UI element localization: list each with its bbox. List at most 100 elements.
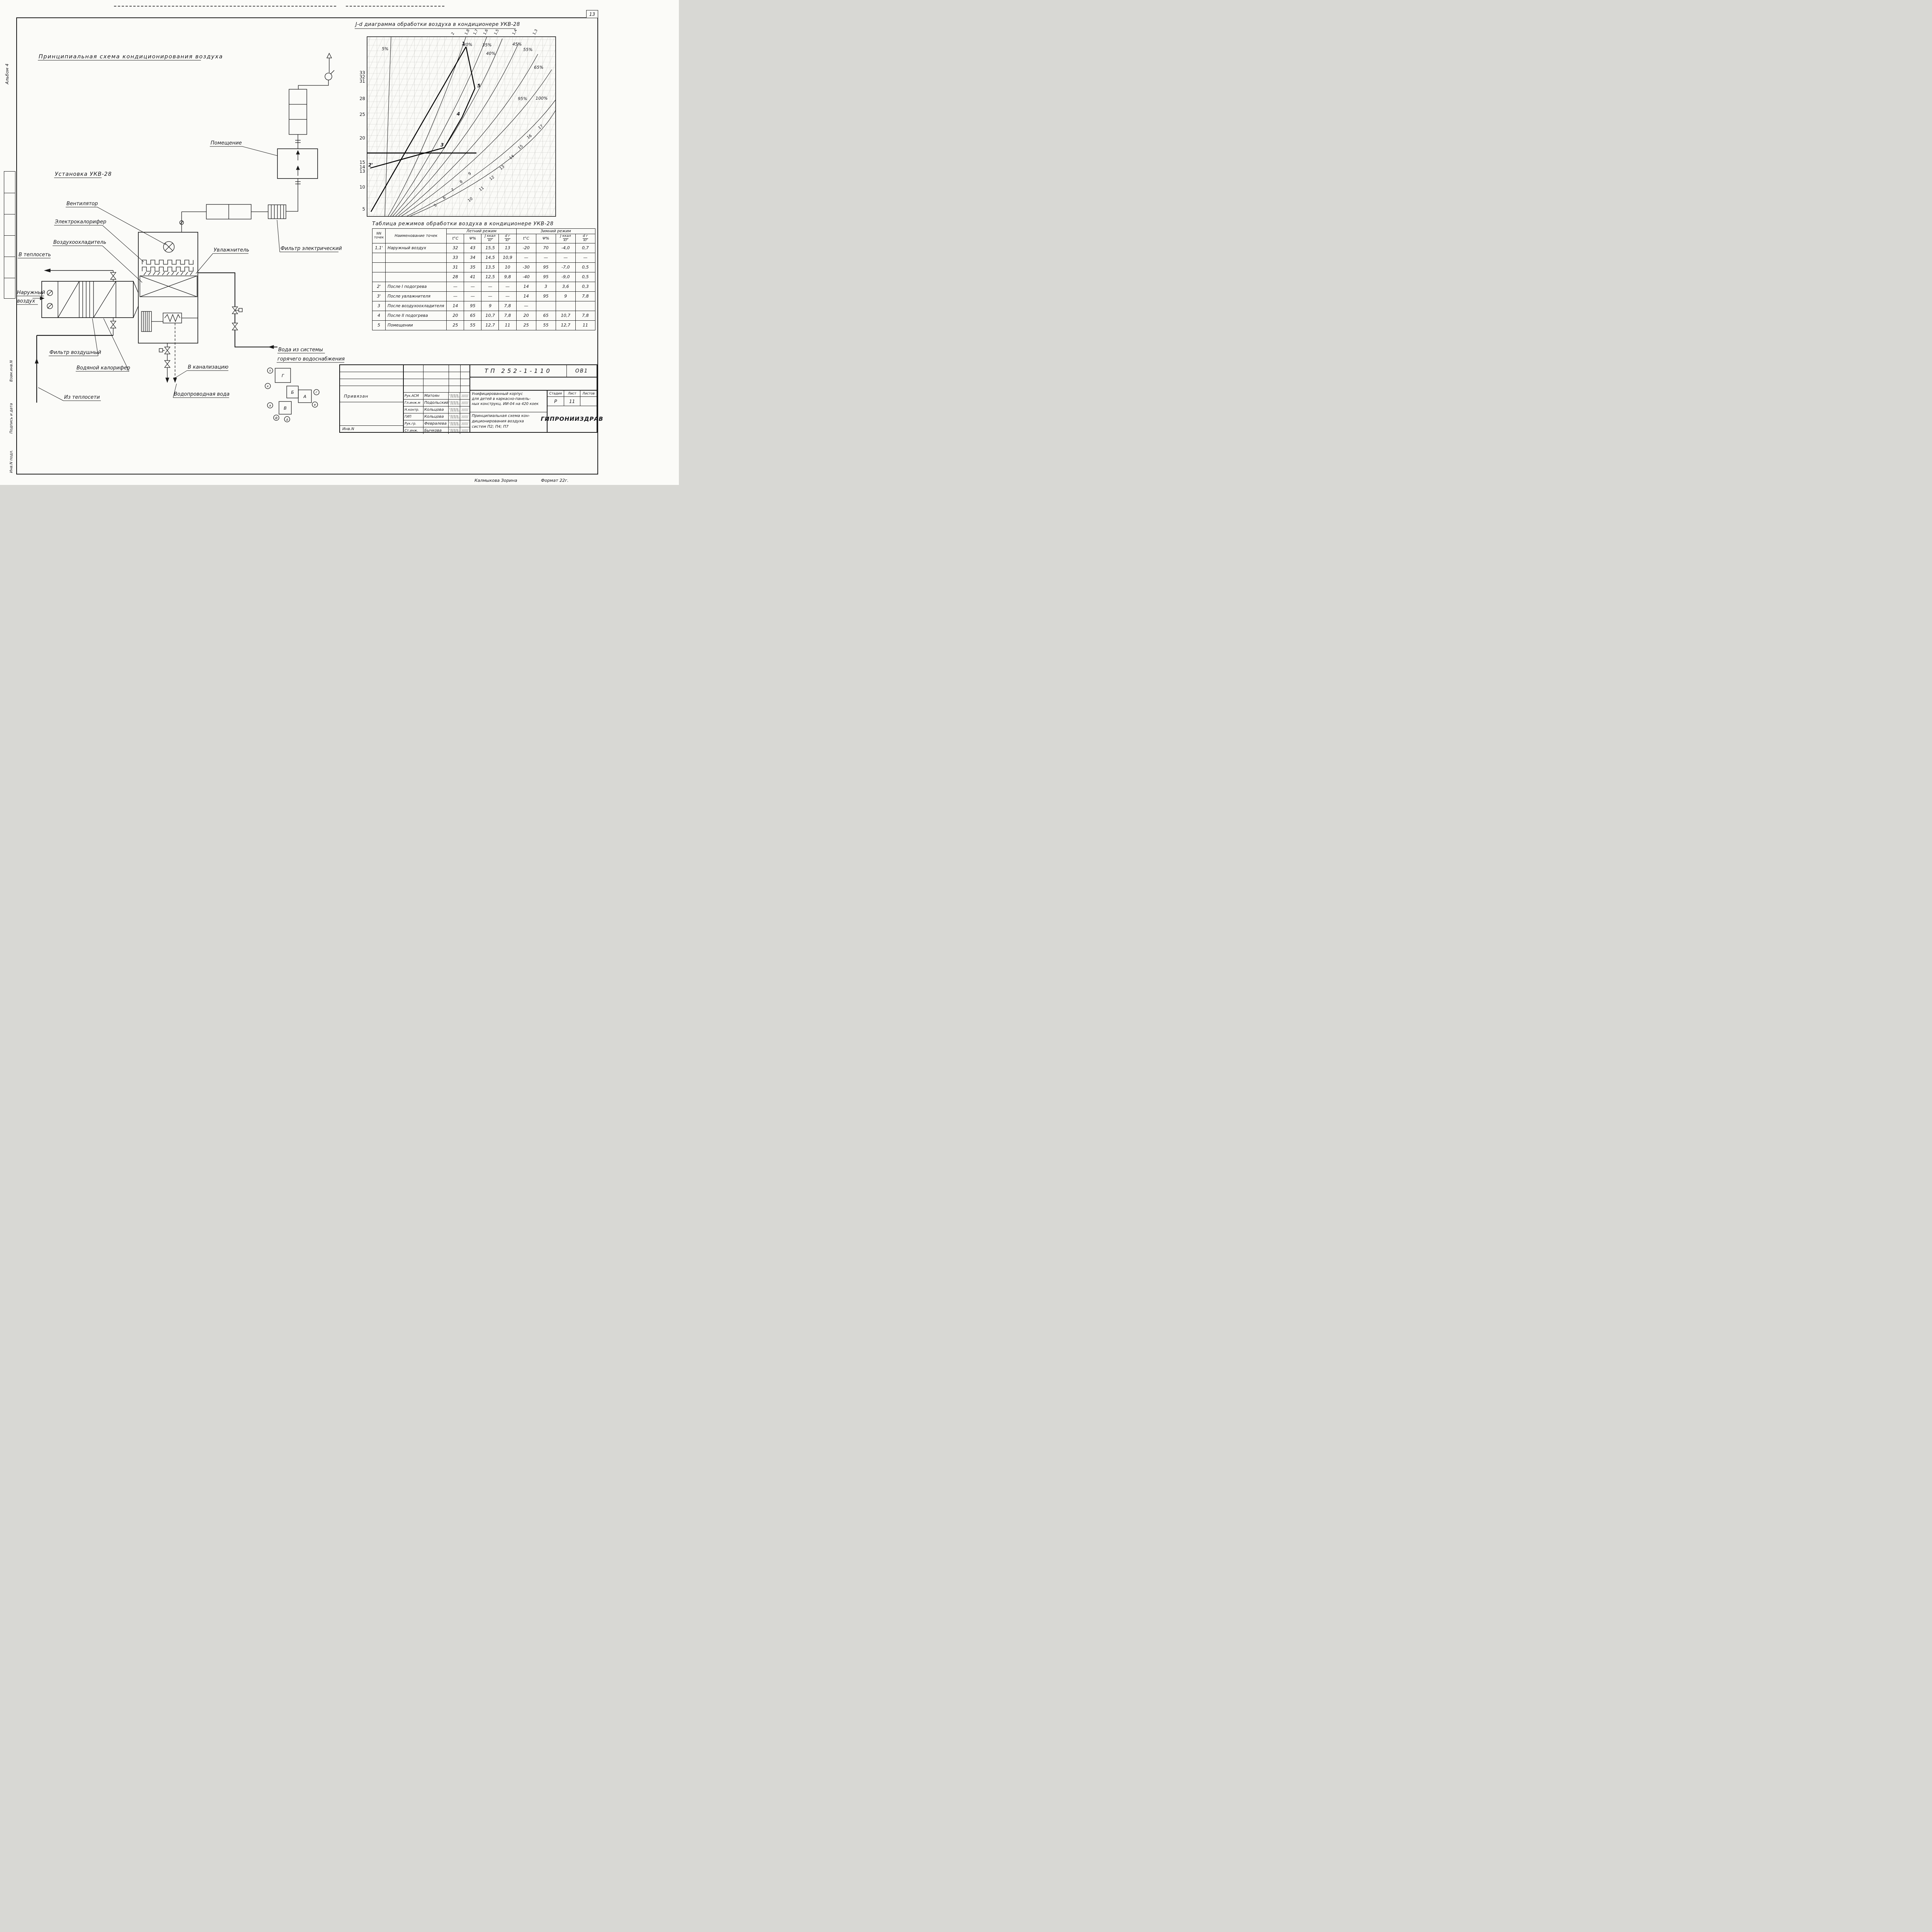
table-cell: — xyxy=(481,281,499,292)
y-tick: 33 xyxy=(359,70,365,75)
electric-heater-coil xyxy=(142,260,194,265)
table-cell: 65 xyxy=(536,310,556,321)
sign-role: Рук.гр. xyxy=(405,422,417,426)
table-row: 2' После I подогрева — — — — 14 3 3,6 0,… xyxy=(372,281,596,292)
rh-labels: 5% 30% 35% 40% 45% 55% 65% 95% 100% xyxy=(382,42,548,101)
fold-mark xyxy=(346,6,444,7)
drawing-sheet: 13 Альбом 4 Взам.инв.N Подпись и дата Ин… xyxy=(0,0,679,485)
table-cell: 55 xyxy=(536,320,556,330)
col-header-t: t°C xyxy=(446,234,464,243)
table-cell: 1,1' xyxy=(372,243,386,253)
title-block-signatures: Рук.АСМ Матоян Гл.инж.м Подольский Н.кон… xyxy=(404,365,470,434)
rh-label: 55% xyxy=(523,47,532,52)
table-row: 1,1' Наружный воздух 32 43 15,5 13 -20 7… xyxy=(372,243,596,253)
top-tick: 2 xyxy=(451,32,456,36)
table-cell: 10,9 xyxy=(498,252,517,263)
table-cell: 7,8 xyxy=(498,301,517,311)
table-cell: 0,5 xyxy=(575,272,596,282)
table-cell: -4,0 xyxy=(555,243,576,253)
table-cell: 9 xyxy=(481,301,499,311)
doc-code: ОВ1 xyxy=(566,365,597,377)
process-lines xyxy=(367,46,476,212)
rh-label: 100% xyxy=(536,96,548,101)
table-cell: 14 xyxy=(516,291,536,301)
y-tick: 25 xyxy=(359,112,365,117)
sheet-number: 13 xyxy=(589,11,595,17)
table-cell: — xyxy=(481,291,499,301)
stamp-vzam-inv: Взам.инв.N xyxy=(9,360,14,382)
col-header-points: NN точек xyxy=(372,228,386,243)
electric-filter-box xyxy=(268,204,286,219)
table-cell: — xyxy=(464,281,482,292)
top-ticks: 2 1,8 1,7 1,6 1,5 1,4 1,3 xyxy=(451,29,539,36)
table-cell: — xyxy=(516,301,536,311)
table-cell: 95 xyxy=(536,262,556,272)
y-tick: 15 xyxy=(359,160,365,165)
col-header-summer: Летний режим xyxy=(446,228,517,234)
rh-label: 35% xyxy=(482,43,492,48)
stamp-podpis-data: Подпись и дата xyxy=(9,403,14,434)
sign-role: ГИП xyxy=(405,415,412,419)
attached-label: Привязан xyxy=(344,394,369,399)
table-cell: 95 xyxy=(536,291,556,301)
y-tick: 13 xyxy=(359,168,365,174)
y-tick: 5 xyxy=(362,206,365,212)
table-cell: 0,5 xyxy=(575,262,596,272)
doc-number: ТП 252-1-110 xyxy=(485,367,552,374)
table-cell: 3 xyxy=(372,301,386,311)
top-tick: 1,5 xyxy=(493,29,500,36)
table-cell: -40 xyxy=(516,272,536,282)
sheet-title: Принципиальная схема кон- диционирования… xyxy=(470,412,548,432)
project-line: Унифицированный корпус xyxy=(472,392,523,396)
table-cell: 9,8 xyxy=(498,272,517,282)
table-cell: 70 xyxy=(536,243,556,253)
key-circle-letter: к xyxy=(267,384,269,388)
table-cell: 0,7 xyxy=(575,243,596,253)
hvac-schematic: Принципиальная схема кондиционирования в… xyxy=(16,53,345,422)
table-cell: 10 xyxy=(498,262,517,272)
sign-role: Н.контр. xyxy=(405,408,420,412)
point-label: 1 xyxy=(462,41,465,46)
table-cell: 20 xyxy=(516,310,536,321)
rh-label: 40% xyxy=(486,51,495,56)
table-cell: 41 xyxy=(464,272,482,282)
key-box-letter: В xyxy=(284,406,287,411)
table-cell: 3' xyxy=(372,291,386,301)
sign-name: Матоян xyxy=(423,393,449,399)
sheet-title-line: систем П2; П4; П7 xyxy=(472,425,509,429)
sheet-value: 11 xyxy=(564,397,581,406)
table-row: 33 34 14,5 10,9 — — — — xyxy=(372,252,596,263)
sign-name: Подольский xyxy=(423,400,449,406)
project-line: для детей в каркасно-панель- xyxy=(472,396,531,401)
unit-d-bot: кг xyxy=(582,238,588,242)
table-cell: 32 xyxy=(446,243,464,253)
table-cell: Помещении xyxy=(385,320,447,330)
unit-j-bot: кг xyxy=(487,238,493,242)
date-scribble xyxy=(460,413,469,420)
table-row: 5 Помещении 25 55 12,7 11 25 55 12,7 11 xyxy=(372,320,596,330)
sheets-label: Листов xyxy=(582,391,595,396)
table-cell: — xyxy=(536,252,556,263)
table-row: 3 После воздухоохладителя 14 95 9 7,8 — xyxy=(372,301,596,311)
signature-scribble xyxy=(449,420,460,427)
table-cell: 11 xyxy=(498,320,517,330)
table-cell: 10,7 xyxy=(555,310,576,321)
table-cell: 25 xyxy=(516,320,536,330)
table-cell: 13 xyxy=(498,243,517,253)
table-cell: 4 xyxy=(372,310,386,321)
key-diagram-letters: Г Б А В п к а ф д г е xyxy=(267,369,318,421)
humidifier-marks xyxy=(143,272,193,276)
label-from-heat-net: Из теплосети xyxy=(64,395,100,400)
project-name: Унифицированный корпус для детей в карка… xyxy=(470,391,548,412)
title-block: Привязан Инв.N Рук.АСМ Матоян Гл.инж.м П… xyxy=(339,364,603,434)
key-circle-letter: д xyxy=(286,418,288,421)
table-cell xyxy=(372,272,386,282)
table-cell: 10,7 xyxy=(481,310,499,321)
sheet-label: Лист xyxy=(564,391,581,396)
table-cell: 14 xyxy=(446,301,464,311)
table-row: 31 35 13,5 10 -30 95 -7,0 0,5 xyxy=(372,262,596,272)
y-tick: 32 xyxy=(359,74,365,80)
table-cell: — xyxy=(516,252,536,263)
